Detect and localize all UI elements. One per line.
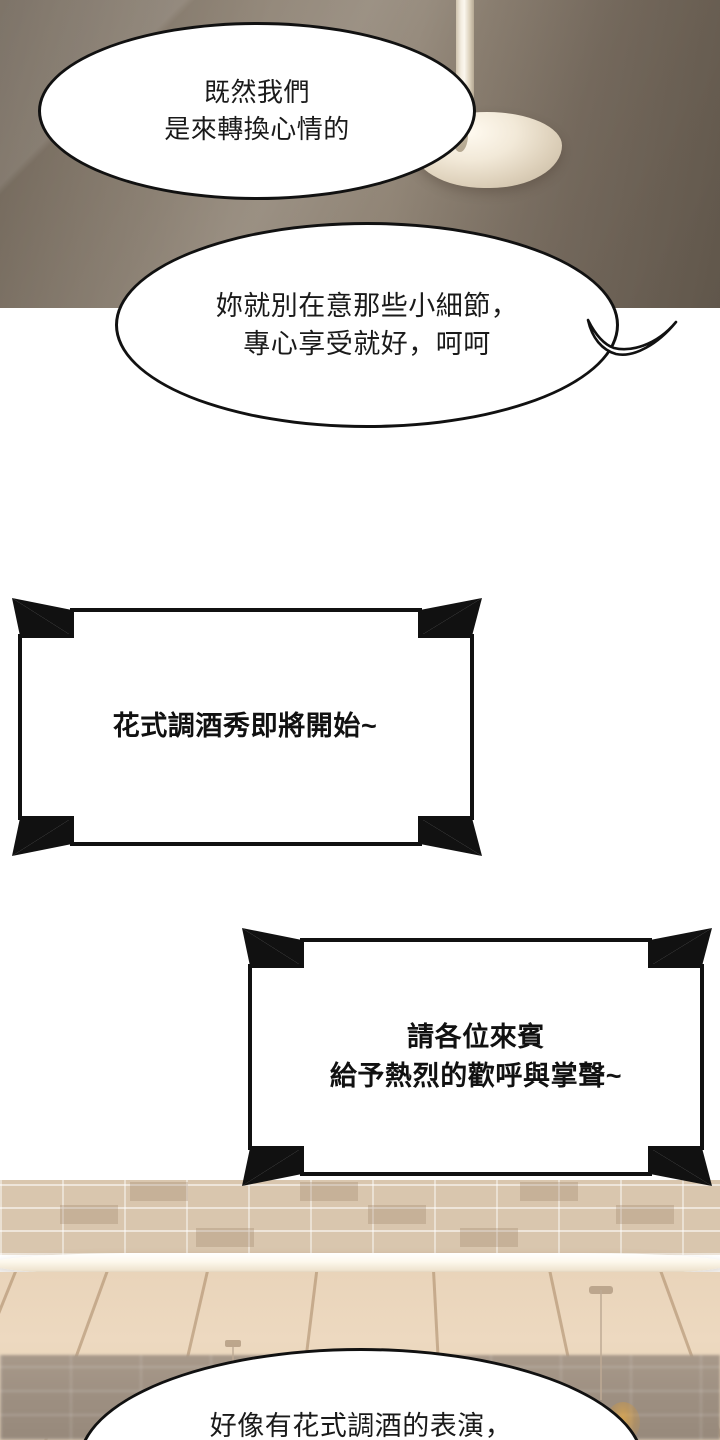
speech-bubble-1-text: 既然我們 是來轉換心情的 [164, 77, 350, 144]
brick-wall [0, 1180, 720, 1255]
shelf-light-strip [0, 1253, 720, 1275]
burst-box-1: 花式調酒秀即將開始~ [0, 596, 490, 858]
speech-bubble-2: 妳就別在意那些小細節， 專心享受就好，呵呵 [115, 222, 619, 428]
speech-bubble-3-text: 好像有花式調酒的表演， [209, 1411, 513, 1440]
burst-box-2: 請各位來賓 給予熱烈的歡呼與掌聲~ [232, 926, 720, 1188]
small-ceiling-fixture-cord [232, 1347, 234, 1369]
speech-bubble-2-text: 妳就別在意那些小細節， 專心享受就好，呵呵 [215, 290, 519, 359]
small-ceiling-fixture [225, 1340, 241, 1347]
ceiling-fixture-cord [600, 1290, 602, 1400]
speech-bubble-1: 既然我們 是來轉換心情的 [38, 22, 476, 200]
speech-bubble-2-tail [586, 318, 678, 356]
